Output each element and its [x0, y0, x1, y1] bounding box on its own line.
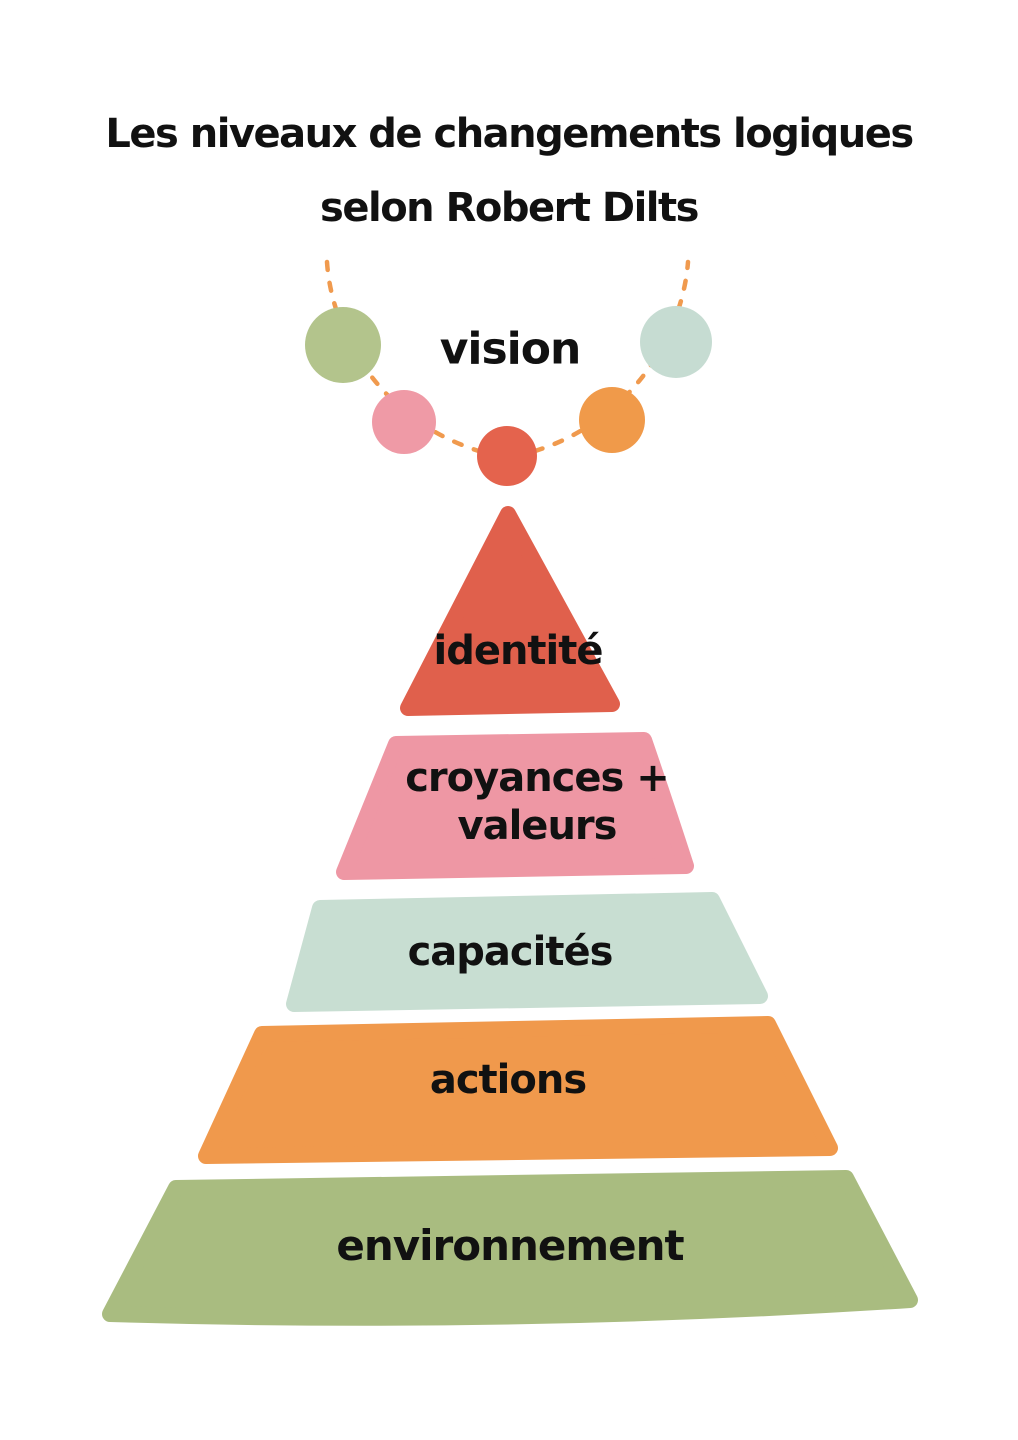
level-label-actions: actions [429, 1057, 587, 1103]
level-label-croyances-line1: croyances + [405, 755, 670, 801]
pyramid-level-actions-shape [198, 1016, 838, 1164]
level-label-identite: identité [433, 628, 603, 674]
page-title-line2: selon Robert Dilts [320, 185, 699, 231]
level-label-croyances-valeurs: croyances + valeurs [405, 754, 670, 850]
pyramid-level-croyances-shape [336, 732, 694, 880]
pyramid-level-capacites-shape [286, 892, 768, 1012]
pink-bead-icon [372, 390, 436, 454]
level-label-environnement: environnement [336, 1220, 684, 1270]
mint-bead-icon [640, 306, 712, 378]
orange-bead-icon [579, 387, 645, 453]
level-label-croyances-line2: valeurs [457, 803, 618, 849]
level-label-capacites: capacités [407, 929, 614, 975]
page-title-line1: Les niveaux de changements logiques [105, 111, 914, 157]
coral-bead-icon [477, 426, 537, 486]
sage-bead-icon [305, 307, 381, 383]
pyramid-level-environnement-shape [102, 1170, 918, 1326]
pyramid-level-identite-shape [400, 506, 620, 716]
vision-label: vision [439, 323, 582, 375]
